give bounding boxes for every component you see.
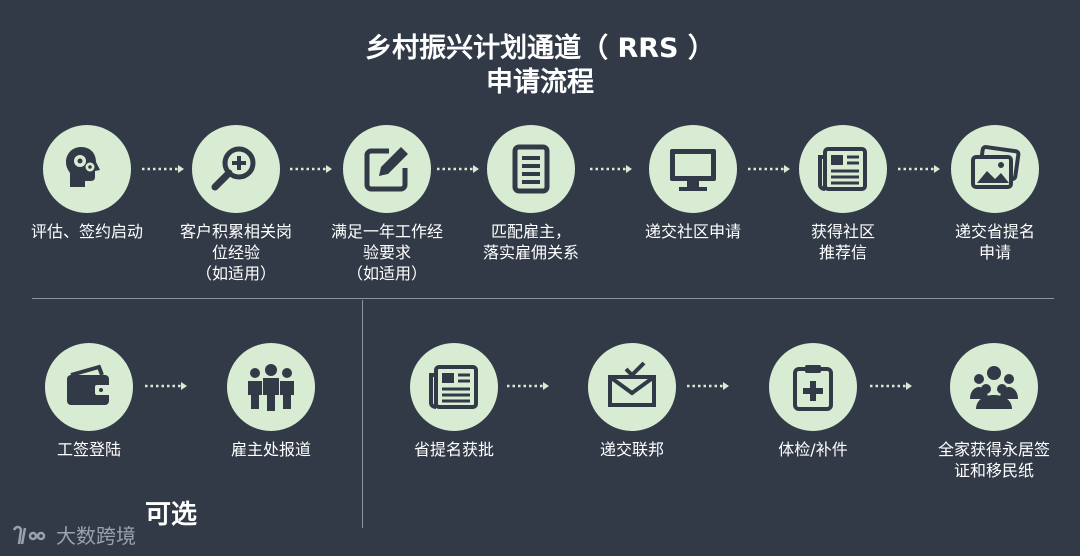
optional-label: 可选	[145, 500, 198, 530]
step-label: 递交省提名 申请	[954, 222, 1035, 262]
flow-arrow	[748, 165, 790, 173]
wallet-icon	[45, 343, 133, 431]
step-label: 体检/补件	[778, 440, 848, 459]
step-label: 递交联邦	[599, 440, 664, 459]
step-employer-report: 雇主处报道	[191, 343, 351, 460]
photos-icon	[951, 125, 1039, 213]
flow-arrow	[870, 382, 912, 390]
watermark: 大数跨境	[10, 520, 136, 549]
step-label: 获得社区 推荐信	[810, 222, 875, 262]
watermark-logo-icon	[12, 525, 46, 544]
flow-arrow	[898, 165, 940, 173]
monitor-icon	[649, 125, 737, 213]
step-label: 评估、签约启动	[30, 222, 143, 241]
step-medical-exam: 体检/补件	[733, 343, 893, 460]
newspaper-icon	[799, 125, 887, 213]
watermark-text: 大数跨境	[56, 524, 136, 548]
step-recommendation: 获得社区 推荐信	[763, 125, 923, 263]
diagram-title: 乡村振兴计划通道（ RRS ）	[365, 33, 715, 64]
step-community-application: 递交社区申请	[613, 125, 773, 242]
head-gears-icon	[43, 125, 131, 213]
step-label: 工签登陆	[56, 440, 121, 459]
step-label: 递交社区申请	[644, 222, 741, 241]
flow-arrow	[687, 382, 729, 390]
step-label: 匹配雇主， 落实雇佣关系	[482, 222, 579, 262]
flow-arrow	[290, 165, 332, 173]
step-label: 客户积累相关岗 位经验 （如适用）	[179, 222, 292, 283]
diagram-subtitle: 申请流程	[486, 67, 594, 98]
flow-arrow	[507, 382, 549, 390]
step-provincial-nomination: 递交省提名 申请	[915, 125, 1075, 263]
step-evaluation: 评估、签约启动	[7, 125, 167, 242]
step-experience: 客户积累相关岗 位经验 （如适用）	[156, 125, 316, 284]
envelope-check-icon	[588, 343, 676, 431]
flow-arrow	[590, 165, 632, 173]
step-nomination-approved: 省提名获批	[374, 343, 534, 460]
step-work-requirement: 满足一年工作经 验要求 （如适用）	[307, 125, 467, 284]
section-divider-horizontal	[32, 298, 1054, 299]
section-divider-vertical	[362, 300, 363, 528]
edit-pencil-icon	[343, 125, 431, 213]
newspaper-icon	[410, 343, 498, 431]
step-label: 省提名获批	[413, 440, 494, 459]
step-label: 满足一年工作经 验要求 （如适用）	[330, 222, 443, 283]
magnifier-plus-icon	[192, 125, 280, 213]
medical-clipboard-icon	[769, 343, 857, 431]
step-permanent-residence: 全家获得永居签 证和移民纸	[914, 343, 1074, 481]
flow-arrow	[142, 165, 184, 173]
document-icon	[487, 125, 575, 213]
flow-arrow	[437, 165, 479, 173]
step-label: 全家获得永居签 证和移民纸	[937, 440, 1050, 480]
step-work-permit-landing: 工签登陆	[9, 343, 169, 460]
family-group-icon	[950, 343, 1038, 431]
people-group-icon	[227, 343, 315, 431]
flow-arrow	[145, 382, 187, 390]
step-label: 雇主处报道	[230, 440, 311, 459]
step-employer-match: 匹配雇主， 落实雇佣关系	[451, 125, 611, 263]
step-federal-submission: 递交联邦	[552, 343, 712, 460]
